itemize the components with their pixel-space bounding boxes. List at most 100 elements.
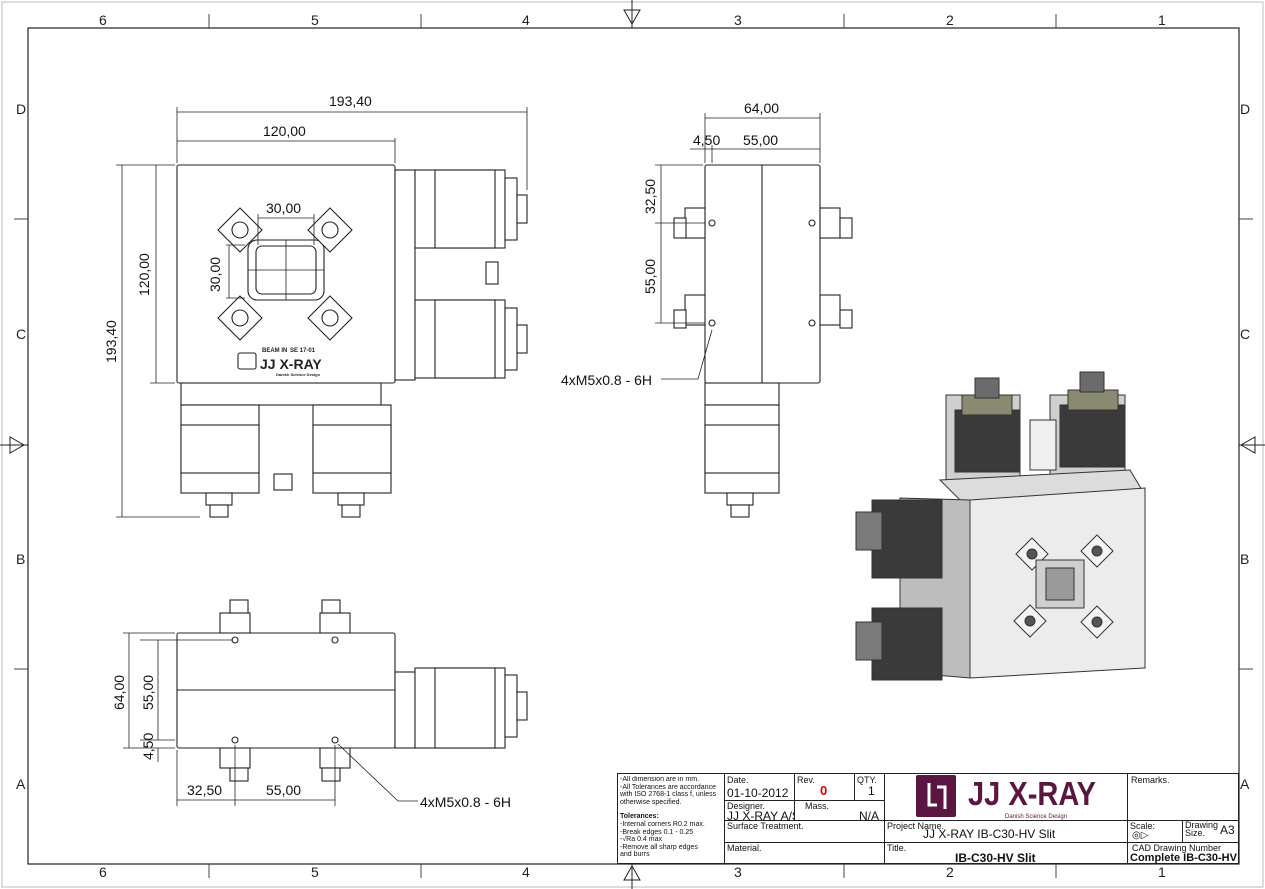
dim-side-vertical-spacing: 55,00: [642, 259, 658, 294]
zone-col-1-top: 1: [1158, 12, 1166, 28]
svg-text:BEAM IN: BEAM IN: [262, 348, 287, 354]
zone-row-c-left: C: [16, 326, 27, 342]
cad-label: CAD Drawing Number: [1132, 843, 1222, 853]
date-cell: Date. 01-10-2012: [724, 774, 794, 800]
drawing-size-value: A3: [1220, 823, 1235, 837]
brand-logo-icon: [916, 775, 956, 817]
projection-symbol-icon: ◎▷: [1132, 830, 1149, 841]
zone-row-a-left: A: [16, 776, 26, 792]
project-label: Project Name.: [887, 821, 945, 831]
iso-motor-top-right: [1059, 404, 1126, 468]
designer-value: JJ X-RAY A/S: [727, 809, 794, 820]
zone-row-b-left: B: [16, 551, 26, 567]
tolerance-line: -Internal corners R0.2 max.: [620, 820, 705, 828]
rev-value: 0: [820, 783, 828, 798]
remarks-cell: Remarks.: [1127, 774, 1239, 820]
rev-cell: Rev. 0: [794, 774, 854, 800]
dim-bottom-left-offset: 32,50: [187, 782, 222, 798]
dim-bottom-offset: 4,50: [140, 733, 156, 760]
zone-col-6-top: 6: [99, 12, 107, 28]
front-view-clamp-bl: [217, 295, 263, 341]
mass-value: N/A: [859, 809, 880, 820]
logo-cell: [884, 774, 1127, 820]
dim-side-top-offset: 32,50: [642, 179, 658, 214]
material-label: Material.: [727, 843, 762, 853]
note-line: -All Tolerances are accordance: [620, 783, 716, 791]
svg-text:JJ X-RAY: JJ X-RAY: [260, 356, 322, 372]
dim-bottom-inner: 55,00: [140, 675, 156, 710]
zone-col-3-top: 3: [734, 12, 742, 28]
surface-label: Surface Treatment.: [727, 821, 804, 831]
drawing-border: [27, 27, 1240, 865]
dim-front-window-height: 30,00: [207, 257, 223, 292]
front-view-clamp-tr: [307, 207, 353, 253]
brand-logo-text: JJ X-RAY: [968, 775, 1097, 812]
scale-label: Scale:: [1130, 821, 1156, 831]
dim-side-hole-spacing: 55,00: [743, 132, 778, 148]
drawing-size-label: Drawing Size.: [1185, 820, 1219, 838]
zone-row-c-right: C: [1240, 326, 1251, 342]
side-view-dimensions: [655, 113, 821, 380]
dim-bottom-height: 64,00: [111, 675, 127, 710]
zone-col-5-top: 5: [311, 12, 319, 28]
zone-row-b-right: B: [1240, 551, 1250, 567]
surface-cell: Surface Treatment.: [724, 820, 884, 842]
zone-col-2-top: 2: [946, 12, 954, 28]
designer-cell: Designer. JJ X-RAY A/S: [724, 800, 794, 820]
project-cell: Project Name. JJ X-RAY IB-C30-HV Slit: [884, 820, 1127, 842]
title-block: -All dimension are in mm. -All Tolerance…: [617, 773, 1239, 864]
zone-ticks: [14, 14, 1253, 878]
side-thread-callout: 4xM5x0.8 - 6H: [561, 372, 652, 388]
note-line: -All dimension are in mm.: [620, 776, 699, 783]
iso-motor-side-bottom: [871, 607, 943, 681]
front-view-dimensions: [116, 107, 528, 518]
svg-text:Danish Science Design: Danish Science Design: [276, 372, 321, 377]
zone-col-2-bottom: 2: [946, 864, 954, 880]
dim-side-offset: 4,50: [693, 132, 720, 148]
front-view-logo-mark: [237, 352, 257, 370]
date-value: 01-10-2012: [727, 786, 789, 800]
zone-col-4-bottom: 4: [522, 864, 530, 880]
isometric-view: [855, 371, 1146, 681]
dim-front-body-width: 120,00: [263, 123, 306, 139]
iso-window: [1045, 567, 1075, 601]
dim-side-overall: 64,00: [744, 100, 779, 116]
qty-value: 1: [868, 784, 875, 798]
svg-text:SE 17-01: SE 17-01: [290, 348, 316, 354]
title-cell: Title. IB-C30-HV Slit: [884, 842, 1127, 864]
tolerance-line: -Break edges 0.1 - 0.25: [620, 828, 694, 836]
notes-column: -All dimension are in mm. -All Tolerance…: [620, 776, 724, 862]
qty-label: QTY.: [857, 775, 877, 785]
front-view: [176, 164, 528, 518]
iso-motor-top-left: [954, 409, 1021, 473]
dim-front-window-width: 30,00: [266, 200, 301, 216]
dim-bottom-hole-spacing: 55,00: [266, 782, 301, 798]
zone-col-5-bottom: 5: [311, 864, 319, 880]
project-value: JJ X-RAY IB-C30-HV Slit: [923, 827, 1056, 841]
date-label: Date.: [727, 775, 749, 785]
zone-col-4-top: 4: [522, 12, 530, 28]
drawing-size-cell: Drawing Size. A3: [1182, 820, 1239, 842]
bottom-view: [176, 599, 528, 782]
cad-cell: CAD Drawing Number Complete IB-C30-HV: [1127, 842, 1239, 864]
scale-cell: Scale: ◎▷: [1127, 820, 1182, 842]
zone-col-6-bottom: 6: [99, 864, 107, 880]
mass-cell: Mass. N/A: [794, 800, 884, 820]
designer-label: Designer.: [727, 801, 766, 811]
tolerance-line: and burrs: [620, 851, 650, 859]
note-line: with ISO 2768-1 class f, unless: [620, 791, 717, 799]
rev-label: Rev.: [797, 775, 815, 785]
front-view-right-plate: [394, 169, 416, 381]
cad-value: Complete IB-C30-HV: [1130, 852, 1237, 864]
note-line: otherwise specified.: [620, 798, 682, 806]
iso-motor-side-top: [871, 499, 943, 579]
tolerances-heading: Tolerances:: [620, 813, 659, 821]
zone-row-a-right: A: [1240, 776, 1250, 792]
brand-logo-tagline: Danish Science Design: [1005, 814, 1068, 820]
zone-row-d-left: D: [16, 101, 27, 117]
front-view-clamp-tl: [217, 207, 263, 253]
side-view: [673, 164, 853, 518]
dim-front-overall-width: 193,40: [329, 93, 372, 109]
bottom-view-dimensions: [123, 632, 418, 806]
